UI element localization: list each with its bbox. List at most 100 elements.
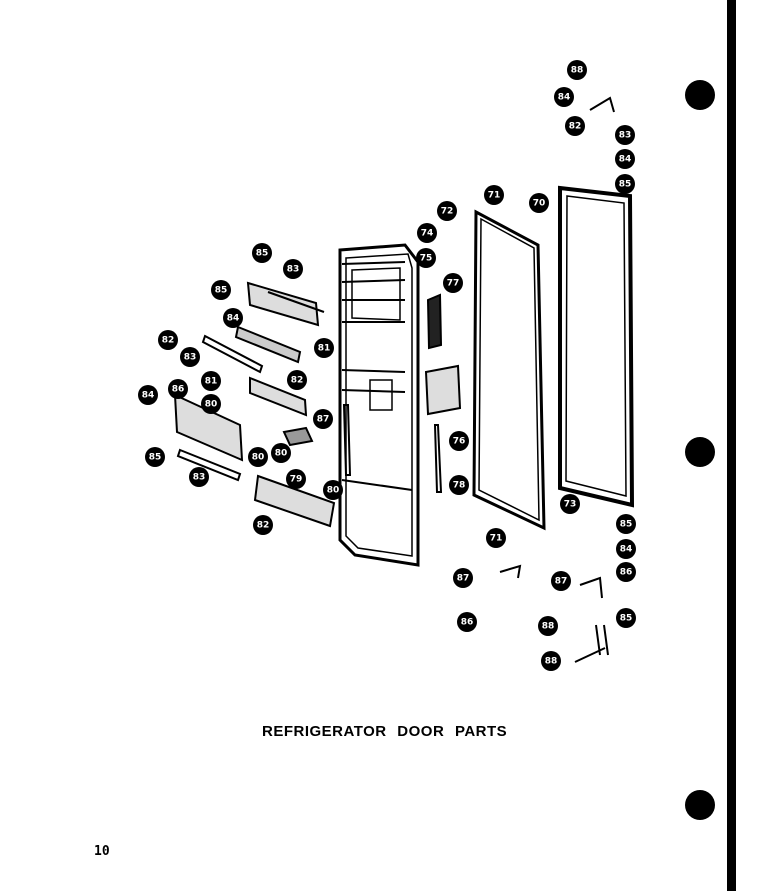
callout-80: 80 [248, 447, 268, 467]
callout-84: 84 [223, 308, 243, 328]
callout-83: 83 [615, 125, 635, 145]
callout-badge [565, 116, 585, 136]
callout-87: 87 [313, 409, 333, 429]
callout-badge [138, 385, 158, 405]
callout-71: 71 [486, 528, 506, 548]
callout-label: 85 [215, 286, 228, 296]
callout-83: 83 [189, 467, 209, 487]
callout-79: 79 [286, 469, 306, 489]
callout-badge [529, 193, 549, 213]
callout-badge [616, 514, 636, 534]
callout-badge [616, 608, 636, 628]
callout-label: 80 [252, 453, 265, 463]
callout-88: 88 [567, 60, 587, 80]
callout-label: 83 [287, 265, 300, 275]
callout-badge [223, 308, 243, 328]
callout-87: 87 [551, 571, 571, 591]
callout-75: 75 [416, 248, 436, 268]
callout-label: 76 [453, 437, 466, 447]
callout-badge [538, 616, 558, 636]
callout-85: 85 [145, 447, 165, 467]
callout-label: 71 [488, 191, 501, 201]
callout-badge [158, 330, 178, 350]
callout-85: 85 [616, 514, 636, 534]
callout-88: 88 [541, 651, 561, 671]
callout-label: 71 [490, 534, 503, 544]
callout-84: 84 [616, 539, 636, 559]
punch-hole-middle [685, 437, 715, 467]
figure-title: REFRIGERATOR DOOR PARTS [262, 723, 508, 740]
callout-label: 85 [620, 520, 633, 530]
callout-label: 83 [193, 473, 206, 483]
callout-badge [615, 149, 635, 169]
callout-badge [486, 528, 506, 548]
callout-label: 85 [149, 453, 162, 463]
callout-80: 80 [201, 394, 221, 414]
callout-81: 81 [314, 338, 334, 358]
callout-83: 83 [283, 259, 303, 279]
callout-badge [484, 185, 504, 205]
callout-label: 81 [318, 344, 331, 354]
callout-badge [551, 571, 571, 591]
callout-85: 85 [616, 608, 636, 628]
callout-badge [616, 539, 636, 559]
callout-badge [168, 379, 188, 399]
callout-label: 74 [421, 229, 434, 239]
callout-label: 85 [620, 614, 633, 624]
callout-badge [286, 469, 306, 489]
callout-76: 76 [449, 431, 469, 451]
door-inner-panel [338, 243, 420, 567]
callout-83: 83 [180, 347, 200, 367]
callout-badge [180, 347, 200, 367]
callout-badge [211, 280, 231, 300]
callout-label: 82 [162, 336, 175, 346]
callout-label: 72 [441, 207, 454, 217]
callout-label: 87 [457, 574, 470, 584]
callout-82: 82 [565, 116, 585, 136]
callout-label: 73 [564, 500, 577, 510]
callout-label: 77 [447, 279, 460, 289]
callout-label: 88 [571, 66, 584, 76]
callout-badge [449, 431, 469, 451]
callout-badge [252, 243, 272, 263]
callout-badge [248, 447, 268, 467]
callout-82: 82 [158, 330, 178, 350]
callout-80: 80 [323, 480, 343, 500]
callout-85: 85 [615, 174, 635, 194]
page-number: 10 [94, 844, 110, 859]
callout-label: 86 [172, 385, 185, 395]
door-gaskets [472, 185, 635, 531]
callout-85: 85 [252, 243, 272, 263]
callout-88: 88 [538, 616, 558, 636]
callout-badge [616, 562, 636, 582]
callout-71: 71 [484, 185, 504, 205]
callout-label: 80 [327, 486, 340, 496]
callout-84: 84 [138, 385, 158, 405]
callout-82: 82 [253, 515, 273, 535]
callout-badge [283, 259, 303, 279]
callout-label: 83 [184, 353, 197, 363]
callout-badge [457, 612, 477, 632]
callout-85: 85 [211, 280, 231, 300]
callout-label: 84 [620, 545, 633, 555]
callout-badge [541, 651, 561, 671]
callout-badge [189, 467, 209, 487]
callout-badge [323, 480, 343, 500]
callout-badge [271, 443, 291, 463]
callout-badge [314, 338, 334, 358]
callout-77: 77 [443, 273, 463, 293]
callout-86: 86 [168, 379, 188, 399]
callout-label: 79 [290, 475, 303, 485]
callout-label: 75 [420, 254, 433, 264]
callout-badge [615, 174, 635, 194]
callout-label: 84 [142, 391, 155, 401]
callout-badge [201, 394, 221, 414]
callout-label: 70 [533, 199, 546, 209]
callout-label: 86 [461, 618, 474, 628]
callout-72: 72 [437, 201, 457, 221]
callout-82: 82 [287, 370, 307, 390]
callout-layer: 8884828384857172707475777678737185838584… [138, 60, 636, 671]
callout-badge [449, 475, 469, 495]
callout-81: 81 [201, 371, 221, 391]
